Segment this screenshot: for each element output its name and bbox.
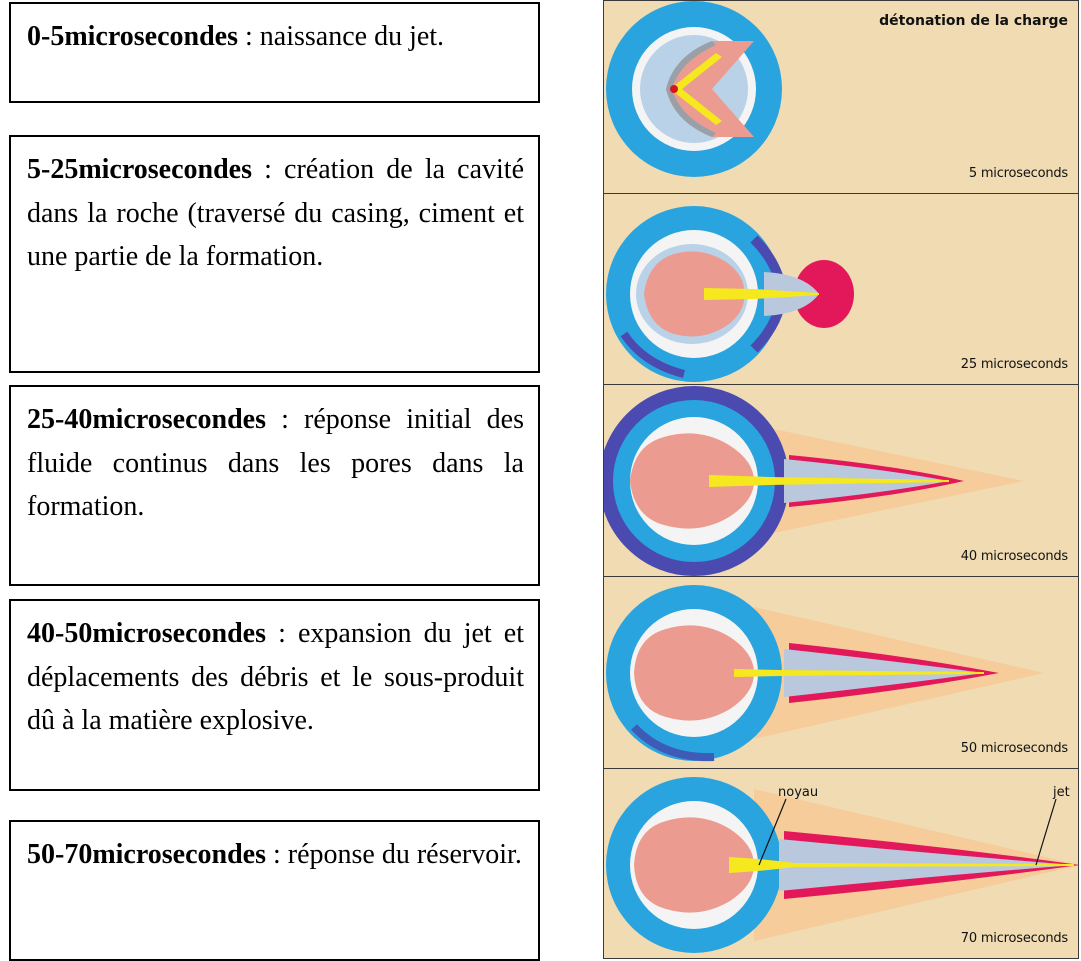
- stage-label: 0-5microsecondes: [27, 21, 238, 52]
- panel-caption: 70 microseconds: [961, 931, 1068, 946]
- panel-caption: 40 microseconds: [961, 549, 1068, 564]
- stage-box-50-70: 50-70microsecondes : réponse du réservoi…: [9, 820, 540, 961]
- core-callout-label: noyau: [778, 785, 818, 800]
- panel-5-illustration: [604, 1, 1079, 193]
- stage-label: 5-25microsecondes: [27, 154, 252, 185]
- panel-25-illustration: [604, 194, 1079, 384]
- panel-40-illustration: [604, 385, 1079, 576]
- figure-title: détonation de la charge: [879, 13, 1068, 29]
- panel-5-microseconds: détonation de la charge 5 microseconds: [603, 0, 1079, 193]
- panel-caption: 50 microseconds: [961, 741, 1068, 756]
- panel-25-microseconds: 25 microseconds: [603, 193, 1079, 384]
- detonation-figure: détonation de la charge 5 microseconds 2…: [603, 0, 1079, 959]
- stage-box-0-5: 0-5microsecondes : naissance du jet.: [9, 2, 540, 103]
- stage-box-25-40: 25-40microsecondes : réponse initial des…: [9, 385, 540, 586]
- stage-label: 40-50microsecondes: [27, 618, 266, 649]
- panel-caption: 5 microseconds: [969, 166, 1068, 181]
- stage-box-5-25: 5-25microsecondes : création de la cavit…: [9, 135, 540, 373]
- jet-callout-label: jet: [1053, 785, 1070, 800]
- panel-50-microseconds: 50 microseconds: [603, 576, 1079, 768]
- stage-box-40-50: 40-50microsecondes : expansion du jet et…: [9, 599, 540, 791]
- panel-50-illustration: [604, 577, 1079, 768]
- stage-label: 25-40microsecondes: [27, 404, 266, 435]
- stage-text: : naissance du jet.: [238, 21, 444, 52]
- panel-70-microseconds: noyau jet 70 microseconds: [603, 768, 1079, 959]
- stage-label: 50-70microsecondes: [27, 839, 266, 870]
- panel-40-microseconds: 40 microseconds: [603, 384, 1079, 576]
- stage-text: : réponse du réservoir.: [266, 839, 522, 870]
- panel-caption: 25 microseconds: [961, 357, 1068, 372]
